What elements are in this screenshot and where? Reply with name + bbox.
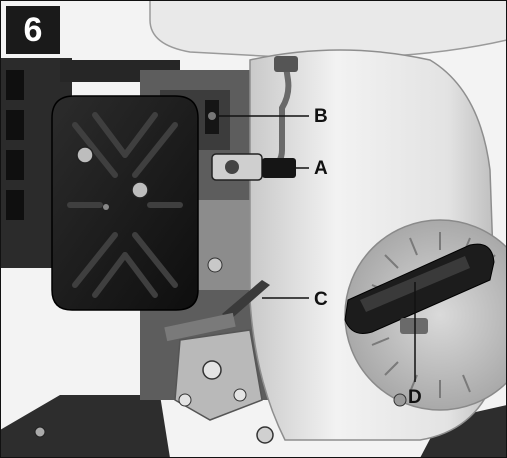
callout-label-c: C [314, 289, 328, 310]
figure-number-badge: 6 [6, 6, 60, 54]
callout-label-b: B [314, 106, 328, 127]
throttle-lever [222, 280, 270, 320]
air-filter-ribs [67, 112, 183, 298]
air-filter-bolt [131, 181, 149, 199]
callout-label-d: D [408, 387, 422, 408]
frame-bottom [0, 395, 170, 458]
callout-label-a: A [314, 158, 328, 179]
callout-leaders [219, 115, 416, 382]
air-filter-bolt [76, 146, 94, 164]
